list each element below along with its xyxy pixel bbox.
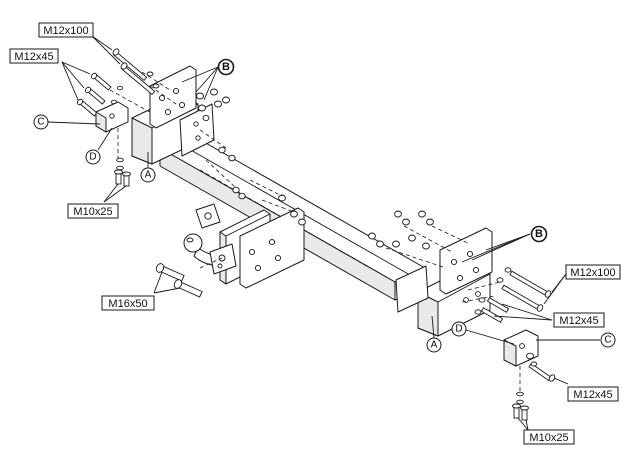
callout-c-right-text: C xyxy=(604,335,611,346)
left-clamp-bracket xyxy=(95,101,129,160)
bolt-m12x45-right-2 xyxy=(480,307,504,323)
callout-c-right: C xyxy=(600,332,616,348)
label-m12x45-top: M12x45 xyxy=(9,48,59,64)
callout-d-left-text: D xyxy=(89,152,96,163)
bolt-m12x100-right-1 xyxy=(509,270,552,298)
top-left-bolt-group xyxy=(76,48,177,117)
callout-c-left: C xyxy=(33,114,49,130)
left-nut-column xyxy=(196,88,306,226)
callout-a-left: A xyxy=(140,167,156,183)
callout-a-left-text: A xyxy=(145,170,152,181)
callout-d-left: D xyxy=(85,149,101,165)
label-m16x50: M16x50 xyxy=(101,295,155,311)
left-m10x25-bolts xyxy=(114,157,131,187)
label-m12x45-top-text: M12x45 xyxy=(14,51,53,63)
label-m12x45-right-lower-text: M12x45 xyxy=(573,389,612,401)
callout-d-right-text: D xyxy=(455,324,462,335)
bolt-m12x45-3 xyxy=(76,98,98,117)
label-m10x25-left: M10x25 xyxy=(67,203,119,219)
bolt-m12x100-1 xyxy=(112,48,148,82)
bolt-m12x45-right-lower xyxy=(528,361,556,382)
callout-b-right-text: B xyxy=(535,228,543,240)
label-m12x100-right-text: M12x100 xyxy=(570,267,615,279)
label-m12x45-right-upper-text: M12x45 xyxy=(559,315,598,327)
m16x50-bolts xyxy=(155,257,223,298)
right-nut-column xyxy=(368,210,471,269)
right-clamp-bracket xyxy=(503,329,539,392)
label-m12x100-top-text: M12x100 xyxy=(43,25,88,37)
callout-d-right: D xyxy=(451,321,467,337)
callout-b-top: B xyxy=(217,58,235,76)
label-m16x50-text: M16x50 xyxy=(108,298,147,310)
bolt-m12x100-2 xyxy=(120,62,156,96)
callout-b-right: B xyxy=(530,225,548,243)
label-m12x100-right: M12x100 xyxy=(565,264,621,280)
tow-ball-mount xyxy=(183,203,305,289)
label-m12x45-right-upper: M12x45 xyxy=(553,312,605,328)
label-m10x25-bottom-text: M10x25 xyxy=(529,432,568,444)
leader-lines xyxy=(47,35,600,431)
label-m12x45-right-lower: M12x45 xyxy=(567,386,619,402)
right-m10x25-bolts xyxy=(512,391,529,421)
bolt-m12x100-right-2 xyxy=(501,284,544,312)
right-side-bracket xyxy=(395,227,493,337)
bolt-m12x45-1 xyxy=(90,72,112,91)
callout-c-left-text: C xyxy=(37,117,44,128)
label-m10x25-bottom: M10x25 xyxy=(523,429,575,445)
label-m12x100-top: M12x100 xyxy=(38,22,94,38)
callout-a-right-text: A xyxy=(431,340,438,351)
label-m10x25-left-text: M10x25 xyxy=(73,206,112,218)
callout-a-right: A xyxy=(426,337,442,353)
bolt-m12x45-right-1 xyxy=(486,297,510,313)
bolt-m12x45-2 xyxy=(84,86,106,105)
callout-b-top-text: B xyxy=(222,61,230,73)
right-bolt-group xyxy=(461,267,552,323)
